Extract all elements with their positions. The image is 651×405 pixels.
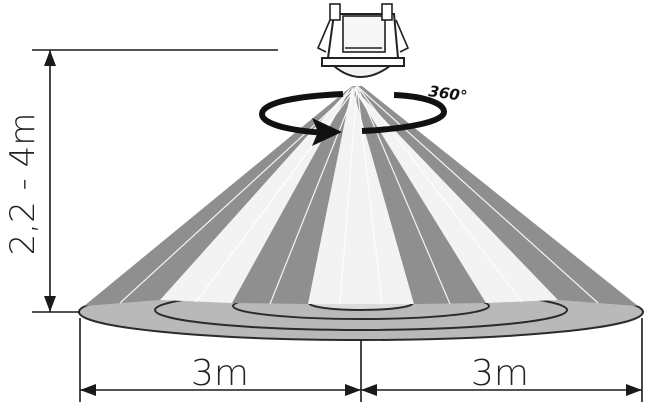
height-dimension — [32, 49, 278, 313]
rotation-label: 360° — [427, 82, 468, 105]
width-dimension — [79, 318, 643, 402]
right-width-label: 3m — [471, 353, 529, 394]
height-label: 2,2 - 4m — [3, 113, 43, 256]
sensor-dome — [331, 65, 394, 78]
rotation-arrowhead-icon — [312, 118, 342, 146]
left-width-label: 3m — [191, 353, 249, 394]
cone-right-light — [352, 86, 558, 303]
cone-far-right — [352, 86, 638, 306]
cone-mid-right — [352, 86, 486, 304]
ceiling-motion-sensor — [316, 3, 410, 78]
cone-far-left — [84, 86, 362, 306]
sensor-clip-right — [381, 3, 393, 21]
sensor-clip-left — [329, 3, 341, 21]
rotation-360-arrow — [258, 91, 448, 136]
sensor-spring-right — [395, 19, 410, 53]
sensor-flange — [321, 57, 405, 67]
cone-left-light — [160, 86, 362, 303]
cone-center-light — [308, 86, 414, 304]
detection-cones — [84, 85, 638, 306]
sensor-spring-left — [316, 19, 331, 53]
cone-mid-left — [232, 86, 362, 304]
sensor-housing-window — [342, 15, 386, 53]
